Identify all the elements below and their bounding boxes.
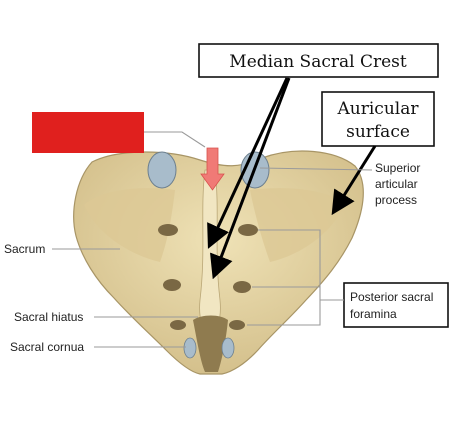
crest-arrow-1	[207, 77, 289, 249]
auricular-label-line1: Auricular	[337, 99, 420, 119]
posterior-foramina-box	[343, 282, 449, 328]
redacted-leader-line	[144, 131, 206, 148]
superior-label-line3: process	[375, 193, 417, 207]
posterior-bracket-line	[247, 229, 344, 326]
auricular-surface-box	[321, 91, 435, 147]
median-sacral-crest-label: Median Sacral Crest	[229, 52, 407, 72]
crest-arrow-2	[210, 77, 291, 280]
red-arrow-icon	[200, 147, 225, 191]
sacral-cornua-label: Sacral cornua	[10, 340, 84, 354]
superior-label-line1: Superior	[375, 161, 420, 175]
redacted-label-box	[32, 112, 144, 153]
auricular-label-line2: surface	[346, 122, 410, 142]
auricular-arrow	[331, 145, 377, 216]
sacrum-label: Sacrum	[4, 242, 45, 256]
superior-leader-line	[259, 167, 373, 171]
superior-label-line2: articular	[375, 177, 418, 191]
posterior-label-line2: foramina	[350, 307, 397, 321]
posterior-label-line1: Posterior sacral	[350, 290, 433, 304]
sacral-hiatus-label: Sacral hiatus	[14, 310, 83, 324]
median-sacral-crest-box	[198, 43, 439, 78]
